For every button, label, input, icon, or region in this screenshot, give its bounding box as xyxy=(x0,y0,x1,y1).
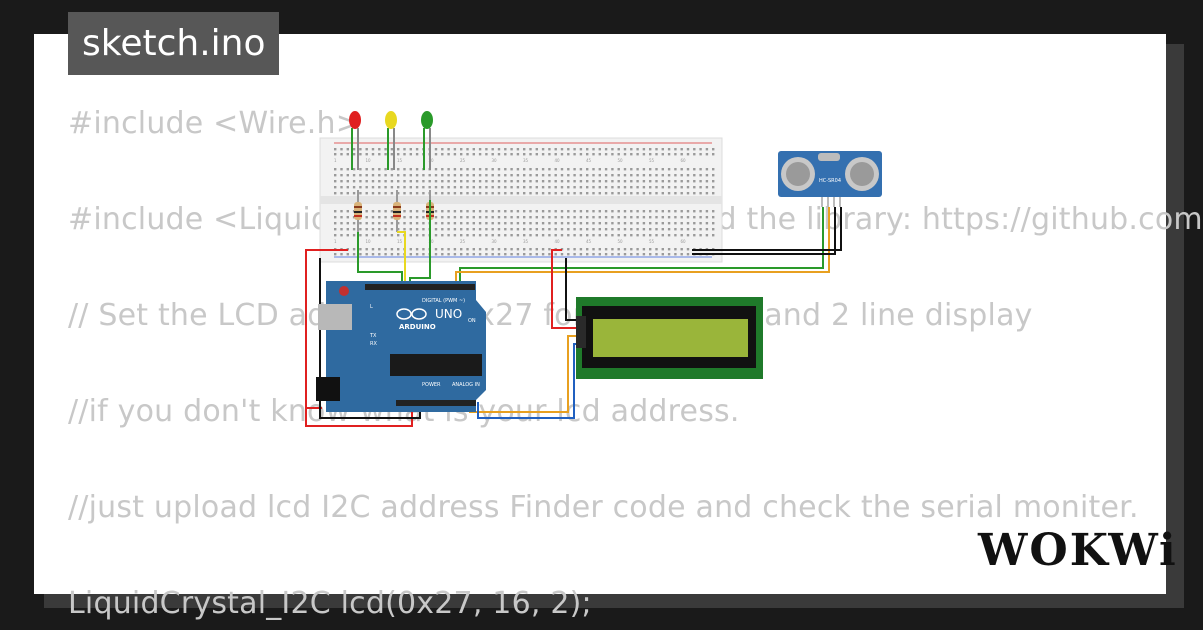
breadboard-col-number: 50 xyxy=(618,158,624,163)
breadboard-col-number: 20 xyxy=(429,158,435,163)
analog-label: ANALOG IN xyxy=(452,382,480,388)
breadboard-col-number: 35 xyxy=(523,239,529,244)
breadboard-col-number: 15 xyxy=(397,158,403,163)
breadboard-col-number: 55 xyxy=(649,158,655,163)
sensor-label: HC-SR04 xyxy=(819,178,841,184)
breadboard-col-number: 55 xyxy=(649,239,655,244)
rx-label: RX xyxy=(370,341,377,347)
breadboard-col-number: 45 xyxy=(586,239,592,244)
breadboard-col-number: 50 xyxy=(618,239,624,244)
breadboard-col-number: 1 xyxy=(334,158,337,163)
resistor-1[interactable] xyxy=(354,190,362,232)
green-led[interactable] xyxy=(421,111,433,170)
red-led[interactable] xyxy=(349,111,361,170)
power-label: POWER xyxy=(422,382,441,388)
breadboard-col-number: 40 xyxy=(555,239,561,244)
digital-label: DIGITAL (PWM ~) xyxy=(422,298,465,304)
breadboard-col-number: 60 xyxy=(681,239,687,244)
ultrasonic-sensor[interactable]: HC-SR04 xyxy=(778,151,882,207)
breadboard-col-number: 10 xyxy=(366,158,372,163)
breadboard-col-number: 15 xyxy=(397,239,403,244)
breadboard-column-numbers: 1 1 10 10 15 15 20 20 25 25 30 30 35 35 40 40 45 45 50 50 55… xyxy=(334,158,686,244)
file-tab[interactable]: sketch.ino xyxy=(68,12,280,75)
breadboard-col-number: 20 xyxy=(429,239,435,244)
arduino-uno-board[interactable]: UNO ARDUINO DIGITAL (PWM ~) ANALOG IN PO… xyxy=(316,281,486,412)
breadboard-col-number: 25 xyxy=(460,158,466,163)
code-line-1: #include <Wire.h> xyxy=(68,106,362,141)
breadboard-col-number: 40 xyxy=(555,158,561,163)
breadboard-col-number: 30 xyxy=(492,158,498,163)
breadboard-col-number: 1 xyxy=(334,239,337,244)
breadboard-holes xyxy=(334,148,715,256)
lcd-display[interactable] xyxy=(576,297,763,379)
resistor-2[interactable] xyxy=(393,190,401,232)
code-line-3: // Set the LCD address to 0x27 for a 16 … xyxy=(68,298,1033,333)
breadboard-col-number: 35 xyxy=(523,158,529,163)
breadboard-col-number: 60 xyxy=(681,158,687,163)
arduino-logo-icon xyxy=(396,308,427,320)
code-line-6: LiquidCrystal_I2C lcd(0x27, 16, 2); xyxy=(68,586,592,621)
l-label: L xyxy=(370,304,373,310)
board-label: ARDUINO xyxy=(399,323,436,331)
breadboard: 1 1 10 10 15 15 20 20 25 25 30 30 35 35 40 40 45 45 50 50 55… xyxy=(319,137,723,263)
breadboard-col-number: 45 xyxy=(586,158,592,163)
tx-label: TX xyxy=(369,333,377,339)
breadboard-col-number: 10 xyxy=(366,239,372,244)
wokwi-logo: WOKWi xyxy=(978,525,1178,576)
on-label: ON xyxy=(468,318,476,324)
breadboard-col-number: 25 xyxy=(460,239,466,244)
card-shadow-right xyxy=(1166,44,1184,604)
board-brand: UNO xyxy=(435,307,462,321)
card-shadow-bottom xyxy=(44,594,1184,608)
yellow-led[interactable] xyxy=(385,111,397,170)
breadboard-col-number: 30 xyxy=(492,239,498,244)
code-line-5: //just upload lcd I2C address Finder cod… xyxy=(68,490,1139,525)
